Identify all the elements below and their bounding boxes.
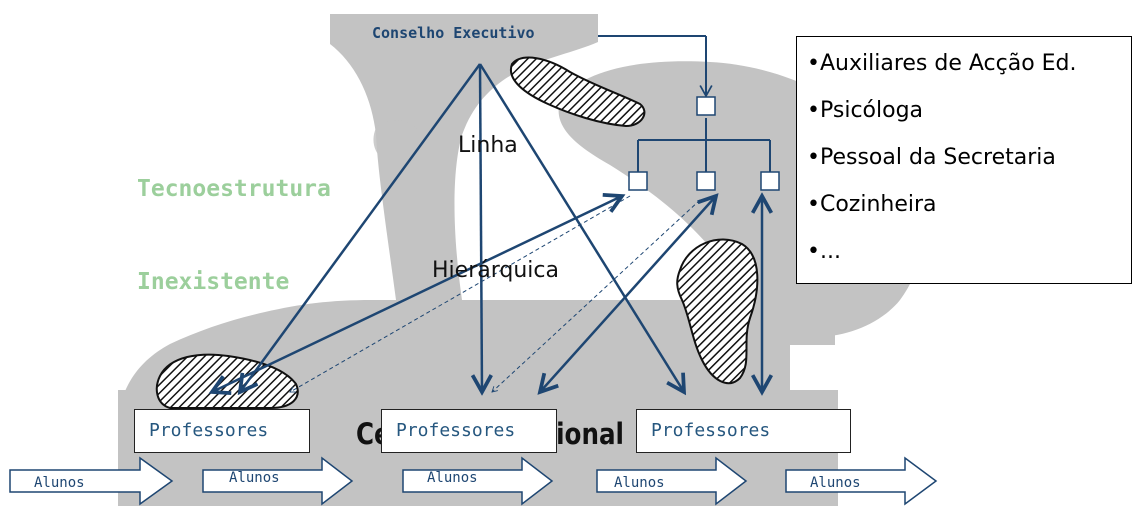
student-arrow-4 [596, 456, 748, 506]
support-node-head [696, 96, 716, 116]
student-label-2: Alunos [229, 470, 280, 486]
technostructure-label: Tecnoestrutura Inexistente [137, 112, 331, 360]
student-arrow-2 [202, 456, 354, 506]
support-node-2 [696, 171, 716, 191]
advice-arrows [289, 195, 701, 393]
student-label-5: Alunos [810, 475, 861, 491]
hatched-blob-top [509, 56, 646, 128]
support-nodes [628, 96, 780, 191]
technostructure-line-1: Tecnoestrutura [137, 176, 331, 202]
support-staff-list: Auxiliares de Acção Ed. Psicóloga Pessoa… [807, 49, 1131, 284]
technostructure-line-2: Inexistente [137, 269, 290, 295]
student-label-3: Alunos [427, 470, 478, 486]
apex-label: Conselho Executivo [372, 24, 535, 42]
support-staff-item: ... [807, 237, 1131, 284]
line-label-1: Linha [458, 133, 518, 158]
line-arrows [212, 63, 762, 392]
teacher-box-2: Professores [381, 409, 557, 453]
support-staff-box: Auxiliares de Acção Ed. Psicóloga Pessoa… [796, 36, 1132, 284]
support-node-3 [760, 171, 780, 191]
support-hierarchy [598, 35, 771, 172]
teacher-box-3: Professores [636, 409, 851, 453]
line-label-2: Hierárquica [432, 258, 559, 283]
support-staff-item: Psicóloga [807, 96, 1131, 143]
student-arrows [9, 456, 938, 506]
student-arrow-3 [402, 456, 554, 506]
support-staff-item: Cozinheira [807, 190, 1131, 237]
support-node-1 [628, 171, 648, 191]
student-arrow-1 [9, 456, 174, 506]
support-staff-item: Auxiliares de Acção Ed. [807, 49, 1131, 96]
teacher-box-1: Professores [134, 409, 310, 453]
student-label-1: Alunos [34, 475, 85, 491]
student-label-4: Alunos [614, 475, 665, 491]
technostructure-shape [373, 120, 422, 164]
support-staff-item: Pessoal da Secretaria [807, 143, 1131, 190]
arrow-prof2-support2 [540, 196, 716, 392]
student-arrow-5 [785, 456, 938, 506]
